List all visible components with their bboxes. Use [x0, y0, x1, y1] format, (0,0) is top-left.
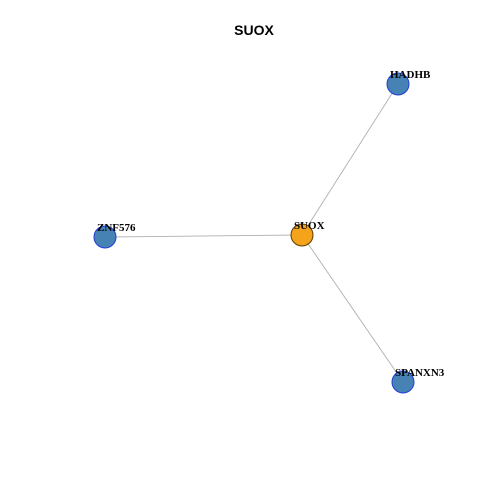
- edge-suox-znf576: [104, 234, 303, 238]
- node-label-suox: SUOX: [294, 220, 325, 232]
- edge-suox-hadhb: [301, 83, 399, 236]
- graph-title: SUOX: [234, 22, 274, 38]
- edge-suox-spanxn3: [301, 234, 404, 383]
- node-suox: [290, 223, 314, 247]
- node-znf576: [93, 225, 117, 249]
- node-hadhb: [386, 72, 410, 96]
- node-label-znf576: ZNF576: [97, 222, 136, 234]
- edges-layer: [104, 83, 404, 383]
- node-spanxn3: [391, 370, 415, 394]
- node-label-spanxn3: SPANXN3: [395, 367, 445, 379]
- node-label-hadhb: HADHB: [390, 69, 431, 81]
- nodes-layer: [93, 72, 415, 394]
